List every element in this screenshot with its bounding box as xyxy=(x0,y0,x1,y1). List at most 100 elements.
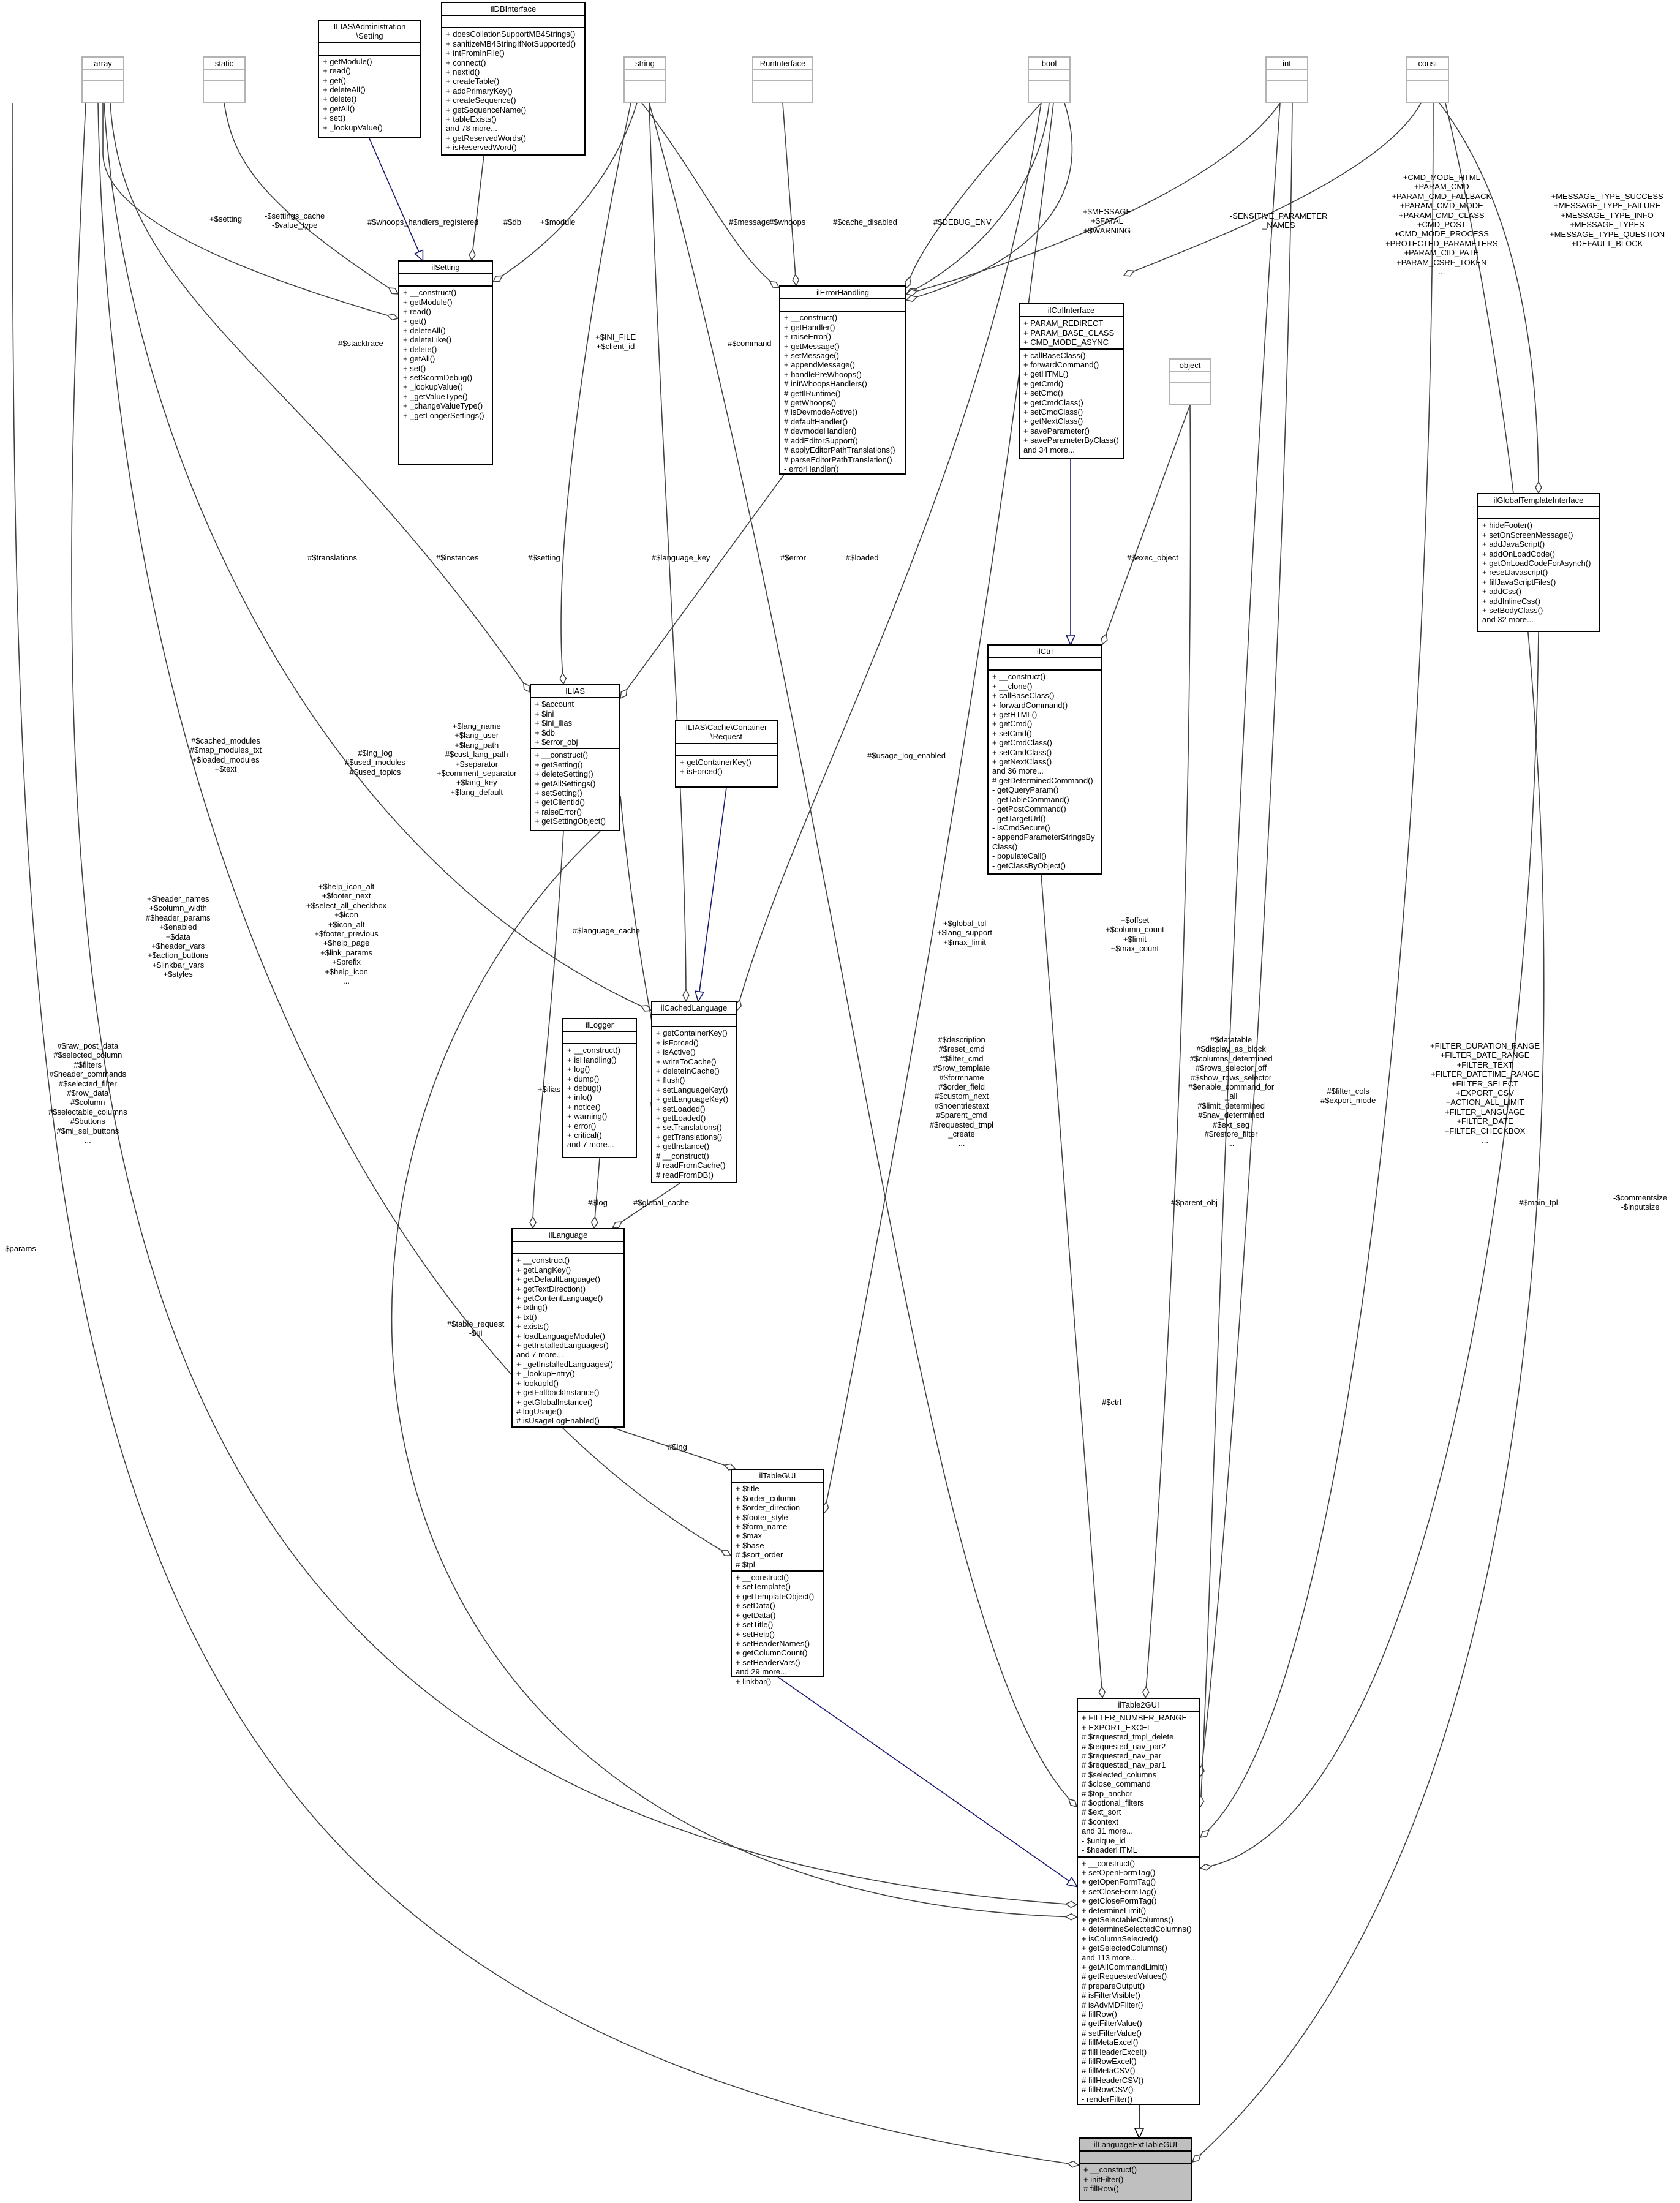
method: # __construct() xyxy=(656,1151,709,1161)
method: + setHeaderNames() xyxy=(736,1638,810,1648)
method: + getCmdClass() xyxy=(992,738,1052,748)
class-iltablegui: ilTableGUI + $title + $order_column + $o… xyxy=(731,1469,824,1686)
association-edge xyxy=(1200,102,1434,1837)
edge-label: #$db xyxy=(503,217,521,227)
class-title: ILIAS xyxy=(565,687,585,696)
method: + getSelectedColumns() xyxy=(1082,1943,1167,1953)
method: and 7 more... xyxy=(516,1350,563,1360)
inheritance-edge xyxy=(698,787,727,1001)
method: + _lookupEntry() xyxy=(516,1369,575,1379)
method: - populateCall() xyxy=(992,851,1047,861)
attributes-section xyxy=(1267,69,1307,80)
class-static: static xyxy=(203,56,246,103)
method: + raiseError() xyxy=(784,332,831,342)
edge-label: #$command xyxy=(728,339,772,348)
method: + deleteSetting() xyxy=(535,769,593,779)
attribute: # $tpl xyxy=(736,1559,755,1569)
attribute: # $close_command xyxy=(1082,1779,1151,1789)
class-title: ilLanguage xyxy=(548,1230,588,1240)
method: + setTemplate() xyxy=(736,1582,791,1592)
attribute: - $headerHTML xyxy=(1082,1845,1138,1855)
methods-section: + hideFooter() + setOnScreenMessage() + … xyxy=(1478,518,1599,625)
method: + deleteInCache() xyxy=(656,1066,720,1076)
method: + _getValueType() xyxy=(403,391,468,401)
method: + tableExists() xyxy=(446,115,497,124)
method: # isDevmodeActive() xyxy=(784,407,857,417)
method: + setCmd() xyxy=(992,728,1032,738)
association-edge xyxy=(1124,102,1422,276)
attribute: # $selected_columns xyxy=(1082,1769,1157,1779)
attribute: # $sort_order xyxy=(736,1550,783,1560)
attribute: + $form_name xyxy=(736,1522,788,1532)
attribute: and 31 more... xyxy=(1082,1826,1133,1836)
edge-label: #$main_tpl xyxy=(1519,1198,1558,1207)
attribute: + FILTER_NUMBER_RANGE xyxy=(1082,1713,1188,1723)
method: + getNextClass() xyxy=(1023,416,1083,426)
method: + intFromInFile() xyxy=(446,48,505,58)
association-edge xyxy=(906,102,1073,300)
methods-section: + __construct() + __clone() + callBaseCl… xyxy=(989,669,1101,872)
method: + getLoaded() xyxy=(656,1113,706,1123)
method: - getTableCommand() xyxy=(992,794,1069,804)
method: # readFromCache() xyxy=(656,1161,726,1170)
method: + setData() xyxy=(736,1601,775,1611)
method: + info() xyxy=(567,1093,592,1102)
attributes-section xyxy=(1080,2150,1191,2163)
method: + getClientId() xyxy=(535,797,586,807)
attribute: + $order_column xyxy=(736,1493,796,1503)
method: + __construct() xyxy=(567,1045,621,1055)
edge-label: #$lng xyxy=(668,1442,687,1452)
method: + deleteLike() xyxy=(403,335,452,345)
method: + delete() xyxy=(323,94,357,104)
method: # readFromDB() xyxy=(656,1170,714,1180)
method: + __construct() xyxy=(736,1573,789,1583)
edge-label: +$offset +$column_count +$limit +$max_co… xyxy=(1106,916,1164,954)
association-edge xyxy=(493,102,638,282)
edge-label: #$whoops xyxy=(769,217,806,227)
method: + isHandling() xyxy=(567,1055,617,1064)
class-const: const xyxy=(1406,56,1449,103)
attributes-section xyxy=(780,298,905,311)
method: + getTranslations() xyxy=(656,1132,723,1142)
edge-label: #$instances xyxy=(436,553,479,562)
method: + deleteAll() xyxy=(403,326,446,336)
methods-section: + __construct() + setTemplate() + getTem… xyxy=(732,1570,823,1687)
attribute: # $ext_sort xyxy=(1082,1807,1121,1817)
edge-label: #$log xyxy=(588,1198,608,1207)
method: - errorHandler() xyxy=(784,464,839,473)
method: + determineSelectedColumns() xyxy=(1082,1924,1192,1934)
method: + getAll() xyxy=(323,104,355,113)
methods-section xyxy=(753,80,812,91)
method: + addJavaScript() xyxy=(1482,540,1545,549)
attributes-section xyxy=(1029,69,1069,80)
attribute: + $error_obj xyxy=(535,737,578,747)
methods-section: + getContainerKey() + isForced() + isAct… xyxy=(652,1026,736,1181)
attribute: # $requested_nav_par xyxy=(1082,1751,1162,1761)
method: - isCmdSecure() xyxy=(992,823,1050,832)
class-title: ILIAS\Administration \Setting xyxy=(333,22,406,41)
method: + getLangKey() xyxy=(516,1265,571,1275)
class-ilias: ILIAS + $account + $ini + $ini_ilias + $… xyxy=(530,684,620,831)
association-edge xyxy=(1192,102,1545,2162)
method: + getHTML() xyxy=(992,710,1038,720)
method: + getOnLoadCodeForAsynch() xyxy=(1482,559,1591,568)
method: - appendParameterStringsBy xyxy=(992,832,1095,842)
association-edge xyxy=(1145,404,1191,1698)
methods-section xyxy=(204,80,244,91)
method: + __construct() xyxy=(535,750,589,760)
class-title: object xyxy=(1179,361,1201,370)
method: # isFilterVisible() xyxy=(1082,1990,1140,2000)
attributes-section: + $title + $order_column + $order_direct… xyxy=(732,1482,823,1570)
method: + __construct() xyxy=(992,672,1046,682)
edge-label: #$error xyxy=(780,553,806,562)
method: # getRequestedValues() xyxy=(1082,1971,1167,1981)
method: + getHTML() xyxy=(1023,369,1069,379)
method: # fillRowExcel() xyxy=(1082,2057,1137,2066)
association-edge xyxy=(824,102,1054,1513)
method: + getTextDirection() xyxy=(516,1284,586,1294)
method: + __clone() xyxy=(992,681,1033,691)
association-edge xyxy=(110,102,530,692)
attributes-section xyxy=(1478,506,1599,518)
methods-section: + __construct() + setOpenFormTag() + get… xyxy=(1078,1856,1199,2106)
